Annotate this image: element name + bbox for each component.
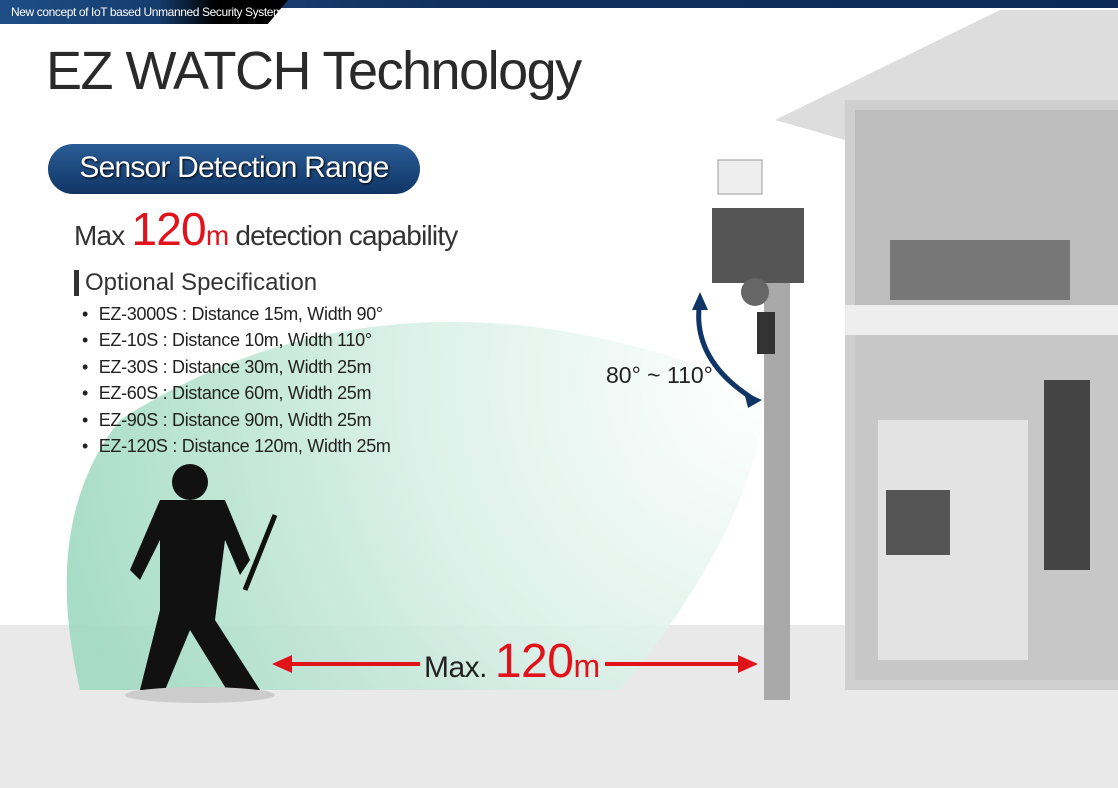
- intruder-silhouette: [125, 464, 278, 703]
- max-prefix: Max: [74, 220, 125, 251]
- spec-item: EZ-90S : Distance 90m, Width 25m: [82, 410, 391, 436]
- distance-value: 120: [494, 635, 574, 688]
- max-value: 120: [131, 203, 206, 255]
- house: [775, 10, 1118, 690]
- oven: [886, 490, 950, 555]
- sensor-box: [712, 208, 804, 283]
- top-bar: [0, 0, 1118, 8]
- spec-heading: Optional Specification: [74, 270, 317, 296]
- spec-item: EZ-60S : Distance 60m, Width 25m: [82, 383, 391, 409]
- distance-label: Max. 120m: [424, 634, 600, 689]
- angle-label: 80° ~ 110°: [606, 362, 713, 388]
- angle-arrow: [696, 299, 757, 403]
- distance-prefix: Max.: [424, 651, 488, 684]
- max-detection-text: Max 120m detection capability: [74, 202, 458, 256]
- max-unit: m: [205, 220, 229, 251]
- distance-arrowhead-right: [738, 655, 758, 673]
- sensor-head: [757, 312, 775, 354]
- angle-arrowhead-top: [692, 292, 708, 310]
- camera: [741, 278, 769, 306]
- spec-list: EZ-3000S : Distance 15m, Width 90° EZ-10…: [82, 304, 391, 462]
- spec-item: EZ-10S : Distance 10m, Width 110°: [82, 330, 391, 356]
- floodlight: [717, 159, 763, 195]
- spec-item: EZ-30S : Distance 30m, Width 25m: [82, 357, 391, 383]
- max-suffix: detection capability: [235, 220, 458, 251]
- distance-arrowhead-left: [272, 655, 292, 673]
- pole: [712, 159, 804, 700]
- spec-item: EZ-3000S : Distance 15m, Width 90°: [82, 304, 391, 330]
- tagline: New concept of IoT based Unmanned Securi…: [0, 0, 288, 24]
- angle-arrowhead-bottom: [744, 392, 762, 408]
- distance-unit: m: [573, 648, 600, 684]
- sofa: [890, 240, 1070, 300]
- page-title: EZ WATCH Technology: [46, 41, 582, 101]
- spec-item: EZ-120S : Distance 120m, Width 25m: [82, 436, 391, 462]
- section-badge: Sensor Detection Range: [48, 144, 420, 194]
